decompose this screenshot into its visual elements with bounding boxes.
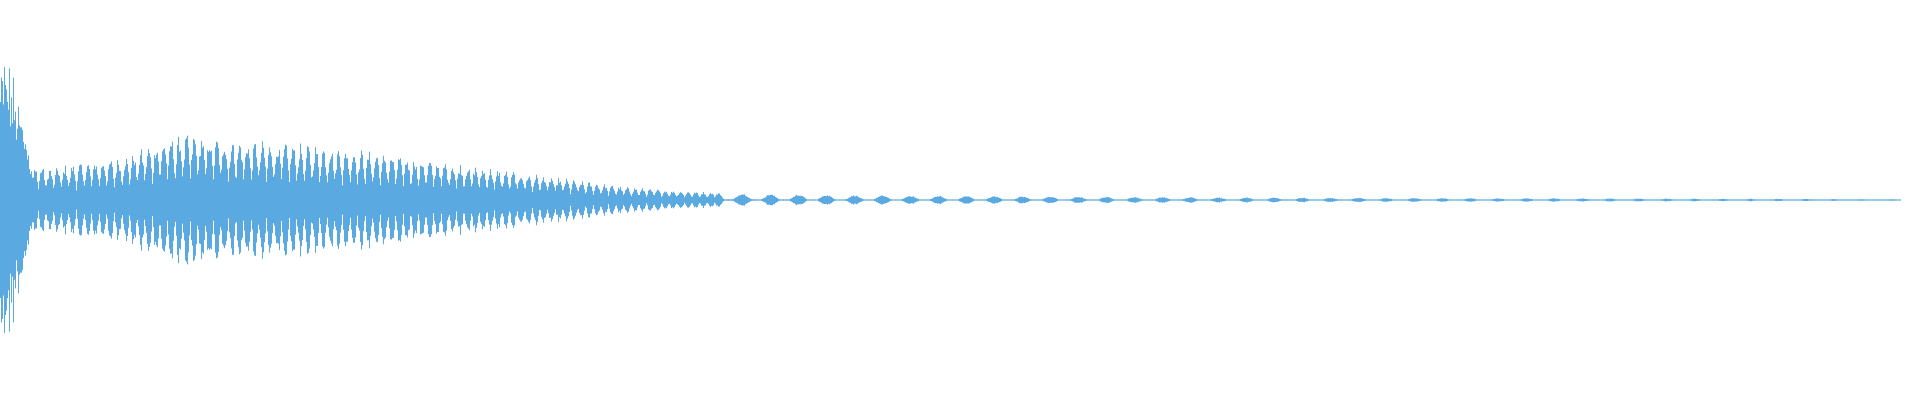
waveform-samples [0, 67, 1901, 333]
